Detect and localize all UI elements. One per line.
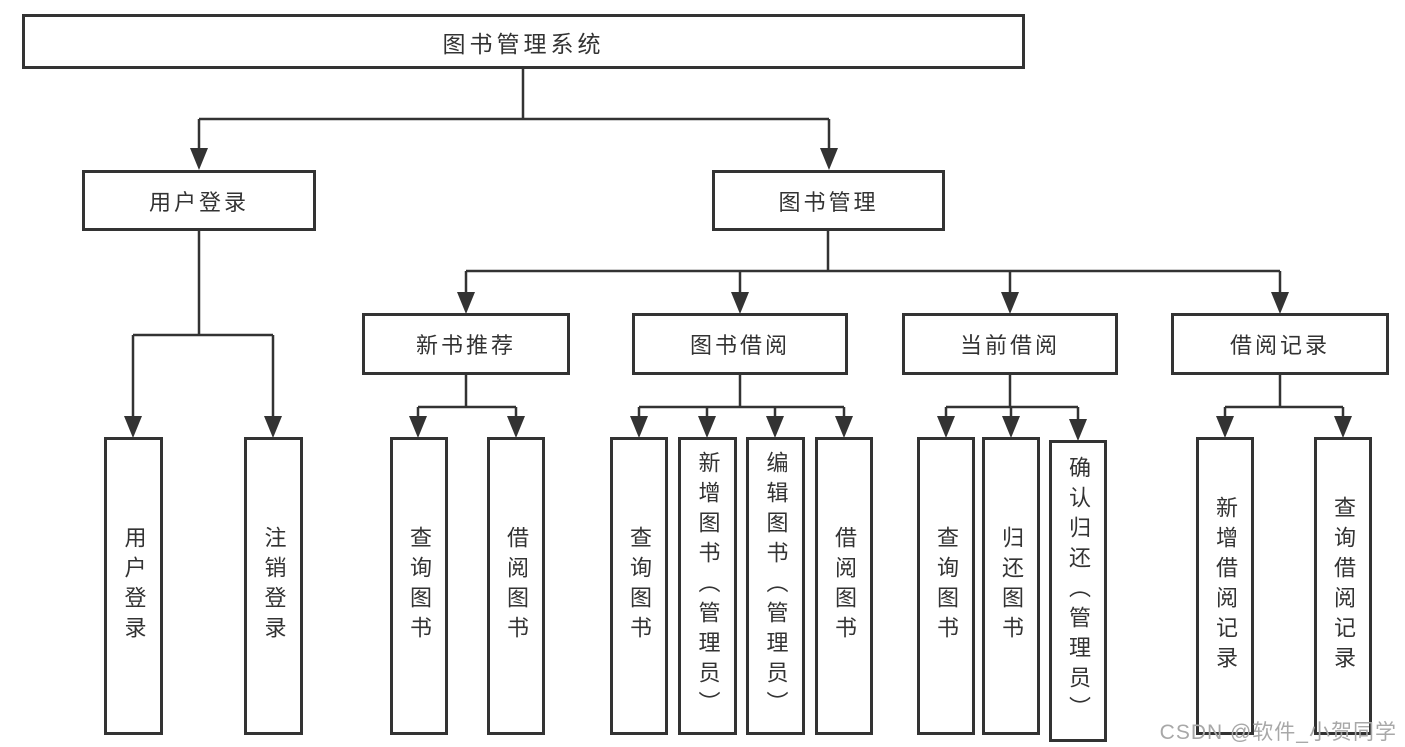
leaf-add-books-admin: 新增图书（管理员） <box>678 437 737 735</box>
leaf-confirm-return-admin: 确认归还（管理员） <box>1049 440 1107 742</box>
node-book-borrow: 图书借阅 <box>632 313 848 375</box>
leaf-borrow-query-books: 查询图书 <box>610 437 668 735</box>
node-book-management-label: 图书管理 <box>778 189 879 215</box>
node-user-login: 用户登录 <box>82 170 316 231</box>
leaf-recommend-query-books: 查询图书 <box>390 437 448 735</box>
leaf-recommend-borrow-books: 借阅图书 <box>487 437 545 735</box>
leaf-query-borrow-record: 查询借阅记录 <box>1314 437 1372 735</box>
leaf-add-borrow-record: 新增借阅记录 <box>1196 437 1254 735</box>
leaf-query-borrow-record-label: 查询借阅记录 <box>1331 496 1356 676</box>
node-borrow-records: 借阅记录 <box>1171 313 1389 375</box>
leaf-logout: 注销登录 <box>244 437 303 735</box>
leaf-logout-label: 注销登录 <box>261 526 287 646</box>
leaf-edit-books-admin-label: 编辑图书（管理员） <box>763 451 789 721</box>
leaf-add-books-admin-label: 新增图书（管理员） <box>695 451 721 721</box>
node-borrow-records-label: 借阅记录 <box>1229 333 1330 358</box>
node-current-borrow-label: 当前借阅 <box>959 333 1060 358</box>
node-user-login-label: 用户登录 <box>148 189 249 215</box>
node-book-management: 图书管理 <box>712 170 945 231</box>
leaf-user-login: 用户登录 <box>104 437 163 735</box>
leaf-recommend-query-books-label: 查询图书 <box>407 526 432 646</box>
leaf-return-books-label: 归还图书 <box>999 526 1024 646</box>
node-current-borrow: 当前借阅 <box>902 313 1118 375</box>
leaf-add-borrow-record-label: 新增借阅记录 <box>1213 496 1238 676</box>
node-book-borrow-label: 图书借阅 <box>689 333 790 358</box>
leaf-borrow-books: 借阅图书 <box>815 437 873 735</box>
leaf-user-login-label: 用户登录 <box>121 526 147 646</box>
csdn-watermark: CSDN @软件_小贺同学 <box>1159 721 1397 744</box>
leaf-edit-books-admin: 编辑图书（管理员） <box>746 437 805 735</box>
leaf-confirm-return-admin-label: 确认归还（管理员） <box>1066 456 1091 726</box>
node-new-book-recommend-label: 新书推荐 <box>415 333 516 358</box>
leaf-recommend-borrow-books-label: 借阅图书 <box>504 526 529 646</box>
leaf-return-books: 归还图书 <box>982 437 1040 735</box>
node-system-root: 图书管理系统 <box>22 14 1025 69</box>
leaf-borrow-books-label: 借阅图书 <box>832 526 857 646</box>
leaf-current-query-books-label: 查询图书 <box>934 526 959 646</box>
leaf-current-query-books: 查询图书 <box>917 437 975 735</box>
node-system-root-label: 图书管理系统 <box>442 30 605 57</box>
node-new-book-recommend: 新书推荐 <box>362 313 570 375</box>
leaf-borrow-query-books-label: 查询图书 <box>627 526 652 646</box>
